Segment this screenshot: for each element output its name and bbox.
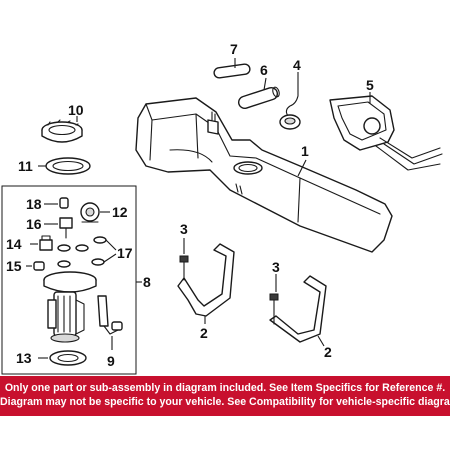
regulator-12	[80, 202, 100, 223]
callout-4: 4	[293, 57, 301, 73]
bolt-left	[179, 255, 189, 281]
callout-16: 16	[26, 216, 42, 232]
leader-2b	[317, 335, 325, 347]
disclaimer-line-2: Diagram may not be specific to your vehi…	[0, 396, 450, 408]
callout-14: 14	[6, 236, 22, 252]
callout-17: 17	[117, 245, 133, 261]
float-arm-9	[97, 295, 123, 335]
callout-7: 7	[230, 41, 238, 57]
leader-1	[297, 159, 307, 177]
callout-10: 10	[68, 102, 84, 118]
seal-13	[49, 350, 87, 366]
filler-shield-5	[329, 95, 443, 171]
hose-6	[237, 86, 280, 110]
hose-7	[213, 63, 251, 79]
callout-2b: 2	[324, 344, 332, 360]
leader-6	[263, 77, 267, 91]
fuel-tank	[135, 97, 393, 253]
callout-1: 1	[301, 143, 309, 159]
callout-3a: 3	[180, 221, 188, 237]
lock-ring-10	[41, 119, 83, 143]
clip-15	[33, 261, 45, 271]
seals-17	[57, 236, 107, 268]
fuel-pump-module	[43, 271, 97, 343]
callout-5: 5	[366, 77, 374, 93]
sending-unit-4	[279, 81, 301, 130]
grommet-14	[39, 235, 53, 251]
bolt-right	[269, 293, 279, 325]
callout-11: 11	[18, 158, 33, 174]
clip-18	[59, 197, 69, 209]
connector-16	[59, 217, 73, 239]
callout-8: 8	[143, 274, 151, 290]
callout-6: 6	[260, 62, 268, 78]
callout-2a: 2	[200, 325, 208, 341]
fuel-tank-strap-right	[269, 275, 327, 343]
disclaimer-line-1: Only one part or sub-assembly in diagram…	[4, 382, 446, 394]
leader-17	[103, 239, 117, 263]
pump-module-box	[1, 185, 137, 375]
fuel-tank-strap-left	[177, 243, 235, 317]
seal-11	[45, 157, 91, 175]
callout-15: 15	[6, 258, 22, 274]
callout-3b: 3	[272, 259, 280, 275]
callout-9: 9	[107, 353, 115, 369]
callout-13: 13	[16, 350, 32, 366]
disclaimer-banner: Only one part or sub-assembly in diagram…	[0, 376, 450, 416]
callout-12: 12	[112, 204, 128, 220]
callout-18: 18	[26, 196, 42, 212]
